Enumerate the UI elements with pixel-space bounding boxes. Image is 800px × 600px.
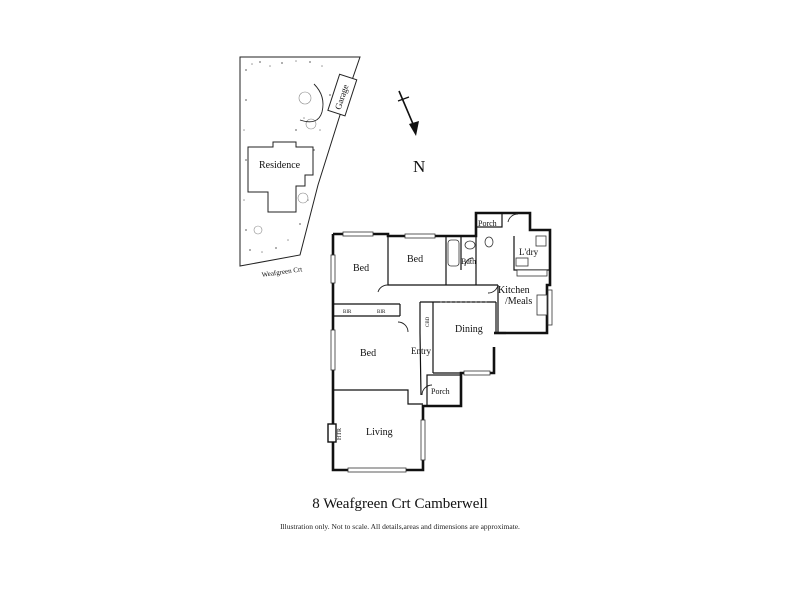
room-label-bir: BIR	[343, 310, 352, 315]
tree-icon	[298, 91, 312, 105]
room-label-bed: Bed	[360, 348, 376, 359]
address-title: 8 Weafgreen Crt Camberwell	[312, 496, 488, 512]
site-garage: Garage	[327, 73, 358, 117]
room-label-bed: Bed	[353, 263, 369, 274]
room-label-porch: Porch	[478, 219, 497, 228]
room-label-bed: Bed	[407, 254, 423, 265]
north-arrow-icon	[397, 90, 419, 136]
window	[342, 231, 374, 237]
door-swing-icon	[507, 213, 519, 223]
window	[347, 467, 407, 473]
disclaimer-text: Illustration only. Not to scale. All det…	[280, 522, 520, 531]
street-label: Weafgreen Crt	[261, 265, 303, 279]
porch-front-outline	[426, 374, 462, 407]
north-label: N	[413, 157, 425, 176]
cooktop-icon	[536, 294, 548, 316]
site-residence	[247, 141, 314, 213]
oven-icon	[535, 235, 547, 247]
porch-top-outline	[475, 212, 503, 228]
room-label-entry: Entry	[411, 346, 431, 356]
bench-icon	[516, 269, 548, 277]
room-label-laundry: L'dry	[519, 247, 539, 257]
window	[463, 370, 491, 376]
garden-path	[299, 83, 324, 123]
residence-label: Residence	[259, 160, 301, 171]
toilet-icon	[484, 236, 494, 248]
door-swing-icon	[397, 321, 409, 333]
site-boundary	[239, 56, 361, 267]
tree-icon	[297, 192, 309, 204]
room-label-bath: Bath	[461, 257, 476, 266]
room-label-meals: /Meals	[505, 296, 532, 307]
door-swing-icon	[421, 384, 433, 396]
room-label-porch: Porch	[431, 387, 450, 396]
room-label-dining: Dining	[455, 324, 483, 335]
basin-icon	[464, 240, 476, 250]
window	[547, 289, 553, 326]
site-plan: Garage Residence Weafgreen Crt	[239, 56, 361, 279]
room-label-kitchen: Kitchen	[498, 285, 530, 296]
room-label-bir: BIR	[377, 310, 386, 315]
tree-icon	[253, 225, 263, 235]
door-swing-icon	[377, 284, 389, 293]
sink-icon	[515, 257, 529, 267]
room-label-living: Living	[366, 427, 393, 438]
room-label-cbd: CBD	[426, 316, 431, 327]
window	[330, 329, 336, 371]
tree-icon	[305, 118, 317, 130]
room-label-htr: HTR	[337, 428, 343, 440]
door-swing-icon	[464, 257, 474, 267]
door-swing-icon	[487, 284, 499, 294]
window	[420, 419, 426, 461]
landscaping	[243, 60, 331, 253]
heater-icon	[327, 423, 337, 443]
window	[404, 233, 436, 239]
window	[330, 254, 336, 284]
floor-plan	[327, 211, 553, 473]
bathtub-icon	[447, 239, 460, 267]
